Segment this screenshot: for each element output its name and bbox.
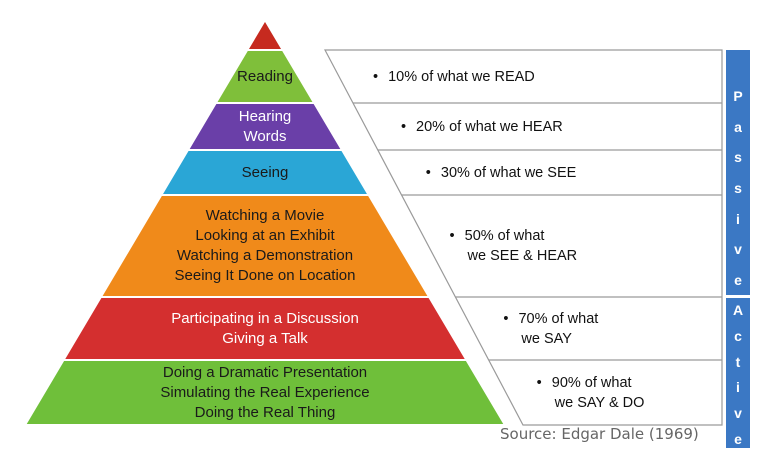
pyramid-label-line: Simulating the Real Experience (160, 383, 370, 401)
pyramid-level-apex (245, 18, 285, 51)
bullet: • (373, 68, 379, 85)
pyramid-level-doing (23, 359, 507, 426)
funnel-outline (324, 49, 723, 426)
sidebar-letter: e (734, 271, 742, 288)
retention-line: • 70% of what (503, 309, 598, 329)
passive-bar (726, 50, 750, 295)
pyramid-label-line: Participating in a Discussion (171, 309, 359, 327)
retention-line: • 20% of what we HEAR (401, 117, 563, 137)
sidebar-letter: A (732, 302, 744, 318)
pyramid-label-line: Watching a Movie (205, 207, 325, 224)
retention-line: • 30% of what we SEE (426, 163, 577, 183)
retention-line: we SAY & DO (537, 393, 645, 413)
retention-line: we SEE & HEAR (450, 246, 578, 266)
sidebar-letter: P (733, 88, 743, 104)
retention-line: • 90% of what (537, 373, 645, 393)
pyramid-label-line: Doing the Real Thing (194, 403, 336, 421)
bullet: • (425, 164, 431, 181)
retention-text: 70% of what (518, 310, 599, 327)
source-caption: Source: Edgar Dale (1969) (500, 425, 699, 443)
pyramid-label-line: Doing a Dramatic Presentation (162, 363, 368, 381)
pyramid-label-line: Seeing It Done on Location (174, 267, 356, 284)
bullet: • (503, 310, 509, 327)
retention-row-2: • 20% of what we HEAR (401, 117, 563, 137)
pyramid-label-line: Giving a Talk (222, 329, 308, 347)
retention-row-1: • 10% of what we READ (373, 67, 535, 87)
retention-row-6: • 90% of what we SAY & DO (537, 373, 645, 413)
sidebar-letter: a (734, 118, 742, 135)
pyramid-label-line: Seeing (241, 163, 289, 181)
sidebar-letter: v (734, 241, 742, 258)
retention-line: • 10% of what we READ (373, 67, 535, 87)
pyramid-label-reading: Reading (237, 67, 293, 87)
retention-text: we SAY & DO (554, 394, 645, 411)
sidebar-letter: s (734, 149, 742, 166)
bullet: • (449, 228, 455, 244)
pyramid-label-seeing: Seeing (242, 163, 289, 183)
pyramid-label-line: Hearing (238, 107, 292, 125)
retention-text: we SAY (521, 330, 572, 347)
sidebar-letter: i (736, 379, 740, 396)
retention-funnel (324, 49, 723, 426)
sidebar-letter: s (734, 179, 742, 196)
retention-text: we SEE & HEAR (467, 248, 578, 264)
retention-text: 10% of what we READ (388, 68, 535, 85)
pyramid (23, 18, 507, 426)
sidebar-letter: t (735, 353, 741, 370)
retention-text: 50% of what (464, 228, 545, 244)
sidebar-letter: v (734, 405, 742, 422)
pyramid-label-line: Reading (237, 67, 293, 85)
bullet: • (536, 374, 542, 391)
retention-row-3: • 30% of what we SEE (426, 163, 577, 183)
pyramid-label-line: Watching a Demonstration (176, 247, 354, 264)
pyramid-label-line: Words (243, 127, 287, 145)
sidebar-letter: c (734, 327, 742, 344)
retention-row-4: • 50% of what we SEE & HEAR (450, 226, 578, 266)
active-bar (726, 298, 750, 448)
retention-text: 20% of what we HEAR (416, 118, 563, 135)
retention-row-5: • 70% of what we SAY (503, 309, 598, 349)
sidebar-letter: i (736, 210, 740, 227)
sidebar-letter: e (734, 430, 742, 447)
retention-line: we SAY (503, 329, 598, 349)
retention-text: 30% of what we SEE (440, 164, 577, 181)
retention-text: 90% of what (551, 374, 632, 391)
bullet: • (400, 118, 407, 135)
pyramid-label-line: Looking at an Exhibit (195, 227, 335, 244)
retention-line: • 50% of what (450, 226, 578, 246)
sidebar (726, 50, 750, 448)
